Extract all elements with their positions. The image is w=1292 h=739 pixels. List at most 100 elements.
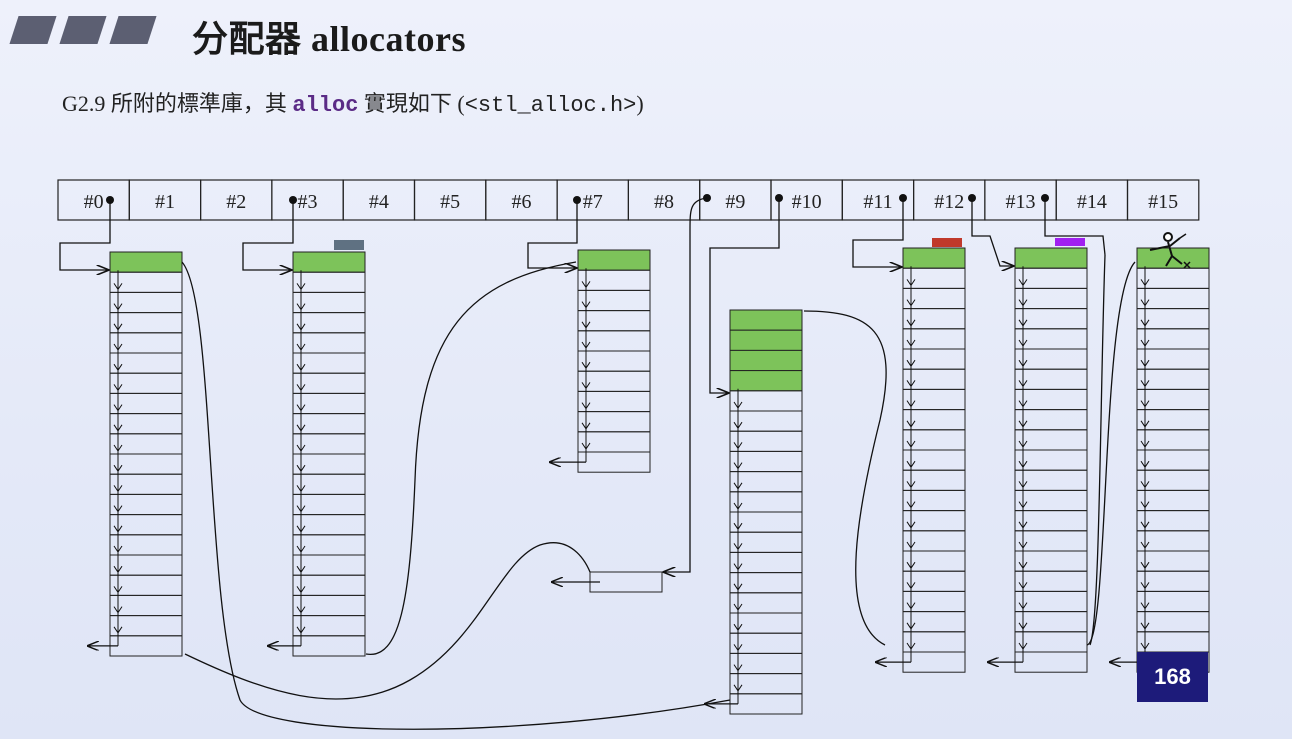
free-chunk (109, 453, 183, 475)
free-chunk (109, 291, 183, 314)
chain-arrowhead (733, 684, 743, 692)
pointer-line (184, 542, 591, 700)
free-chunk (729, 491, 803, 513)
free-chunk (902, 570, 966, 592)
free-chunk (902, 409, 966, 431)
allocated-chunk (729, 309, 803, 331)
chain-arrowhead (906, 299, 916, 307)
free-chunk (1014, 449, 1088, 471)
chain-arrowhead (113, 363, 123, 372)
chain-arrowhead (296, 343, 306, 351)
free-chunk (729, 551, 803, 574)
chain-arrowhead (906, 440, 916, 448)
chain-arrowhead (1140, 400, 1150, 408)
chain-arrowhead (296, 384, 306, 392)
chain-arrowhead (113, 343, 123, 351)
free-chunk (109, 413, 183, 435)
pointer-line (527, 200, 578, 268)
slot-label: #2 (226, 191, 246, 213)
free-chunk (292, 413, 366, 435)
chain-arrowhead (296, 323, 306, 331)
chain-arrowhead (113, 586, 123, 594)
free-chunk (109, 312, 183, 334)
free-chunk (577, 269, 651, 291)
chain-arrowhead (733, 623, 743, 632)
chain-arrowhead (1018, 642, 1028, 650)
chain-arrowhead (906, 339, 916, 347)
free-chunk (1136, 631, 1210, 653)
memory-blocks (88, 247, 1210, 715)
chain-arrowhead (1018, 541, 1028, 549)
chain-arrowhead (733, 664, 743, 672)
free-chunk (292, 574, 366, 596)
free-chunk (1136, 267, 1210, 289)
free-chunk (292, 473, 366, 495)
chain-arrowhead (1018, 582, 1028, 590)
slot-label: #11 (863, 191, 892, 213)
chunk-block (268, 251, 366, 657)
chain-arrowhead (1140, 521, 1150, 529)
chain-arrowhead (296, 283, 306, 291)
pointer-line (181, 261, 731, 730)
chain-arrowhead (1140, 561, 1150, 570)
chunk-block (88, 251, 183, 657)
chain-arrowhead (113, 606, 123, 614)
chain-arrowhead (113, 565, 123, 574)
subtitle-suffix: ) (636, 91, 644, 116)
chain-arrowhead (733, 644, 743, 652)
free-chunk (1136, 328, 1210, 350)
free-list-array: #0#1#2#3#4#5#6#7#8#9#10#11#12#13#14#15 (57, 179, 1200, 221)
chain-arrowhead (296, 606, 306, 614)
free-chunk (292, 453, 366, 475)
chain-arrowhead (1018, 359, 1028, 368)
chain-arrowhead (733, 543, 743, 551)
free-chunk (109, 554, 183, 576)
free-chunk (729, 410, 803, 432)
allocated-chunk (292, 251, 366, 273)
free-chunk (292, 493, 366, 516)
chain-arrowhead (1140, 339, 1150, 347)
free-chunk (292, 554, 366, 576)
free-chunk (902, 510, 966, 532)
free-chunk (1014, 651, 1088, 673)
chain-arrowhead (906, 279, 916, 287)
chain-arrowhead (581, 361, 591, 370)
chain-arrowhead (906, 622, 916, 630)
free-chunk (902, 368, 966, 390)
pointer-line (365, 261, 577, 655)
free-chunk (1014, 267, 1088, 289)
chain-arrowhead (1018, 400, 1028, 408)
chain-arrowhead (1140, 602, 1150, 610)
free-chunk (577, 370, 651, 392)
free-chunk (1014, 611, 1088, 633)
chain-arrowhead (1018, 299, 1028, 307)
allocated-chunk (729, 370, 803, 392)
free-chunk (729, 572, 803, 594)
pointer-connectors (59, 194, 1136, 730)
pointer-line (1044, 198, 1106, 256)
free-chunk (292, 514, 366, 536)
subtitle-prefix: G2.9 所附的標準庫，其 (62, 91, 293, 116)
chain-arrowhead (113, 384, 123, 392)
chain-arrowhead (1018, 440, 1028, 448)
chain-arrowhead (296, 525, 306, 533)
free-chunk (1136, 489, 1210, 512)
free-chunk (292, 392, 366, 415)
chain-arrowhead (296, 626, 306, 634)
chain-arrowhead (1140, 279, 1150, 287)
chain-arrowhead (1018, 319, 1028, 327)
chain-arrowhead (581, 321, 591, 329)
free-chunk (109, 332, 183, 354)
slot-label: #0 (84, 191, 104, 213)
chain-arrowhead (581, 422, 591, 430)
free-chunk (902, 348, 966, 370)
free-chunk (1014, 308, 1088, 330)
free-chunk (1136, 611, 1210, 633)
slot-label: #4 (369, 191, 389, 213)
chain-arrowhead (1140, 582, 1150, 590)
slot-label: #3 (298, 191, 318, 213)
chain-arrowhead (733, 482, 743, 490)
free-chunk (109, 352, 183, 374)
chain-arrowhead (733, 522, 743, 531)
free-chunk (109, 392, 183, 415)
